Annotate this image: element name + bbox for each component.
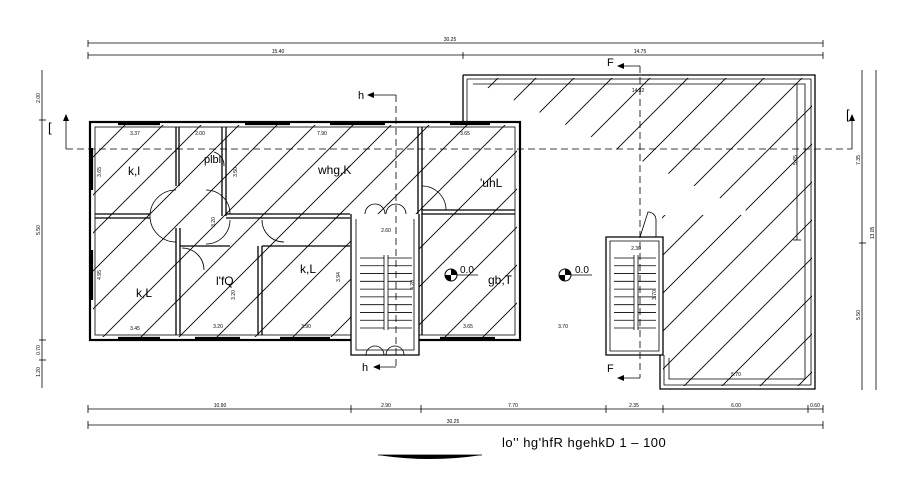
room-label-plbl: plbl — [204, 154, 221, 166]
hatch-line — [794, 78, 812, 386]
dim-right-c: 5.50 — [856, 310, 862, 320]
hatch-line — [93, 125, 205, 337]
room-label-k-l-top: k,l — [128, 164, 140, 178]
hatch-line — [441, 125, 517, 337]
dim-seg4: 2.35 — [629, 403, 639, 409]
section-lines — [63, 63, 855, 381]
level-value-1: 0.0 — [460, 265, 474, 276]
section-bracket-left: [ — [48, 120, 52, 135]
dim-seg5: 6.00 — [731, 403, 741, 409]
dim-interior-c: 4.95 — [97, 270, 103, 280]
dim-right-a: 7.35 — [856, 155, 862, 165]
section-markers: h h F F [ [ — [48, 57, 850, 375]
bottom-dimension-lines: 10.90 2.90 7.70 2.35 6.00 0.60 30.25 — [87, 403, 824, 429]
room-label-lfq: l'fQ — [216, 274, 234, 288]
drawing-title: lo'' hg'hfR hgehkD 1 – 100 — [378, 435, 666, 459]
dim-room-w2: 2.00 — [195, 131, 205, 137]
section-mark-h-top: h — [358, 90, 364, 102]
hatch-line — [718, 78, 812, 386]
hatch-line — [756, 78, 812, 386]
terrace-outline: 14.32 5.70 — [462, 74, 816, 390]
dim-seg1: 10.90 — [214, 403, 227, 409]
dim-bottom-w5: 3.70 — [558, 324, 568, 330]
dim-bottom-w2: 3.20 — [213, 324, 223, 330]
main-block-hatch — [0, 122, 517, 340]
dim-room-w3: 7.90 — [317, 131, 327, 137]
dim-interior-b: 3.50 — [233, 167, 239, 177]
dim-bottom-w3: 3.90 — [301, 324, 311, 330]
room-label-uhl: 'uhL — [480, 176, 503, 190]
dim-room-w1: 3.37 — [130, 131, 140, 137]
dim-right-b: 13.05 — [870, 227, 876, 240]
hatch-line — [93, 125, 243, 337]
room-labels: k,l plbl whg,K 'uhL k,L l'fQ k,L gb,T — [128, 154, 513, 300]
dim-left-a: 2.00 — [36, 93, 42, 103]
hatch-line — [0, 122, 90, 340]
dim-seg3: 7.70 — [508, 403, 518, 409]
right-stair: 2.30 — [605, 211, 664, 356]
dim-interior-h: 4.20 — [410, 280, 416, 290]
dim-terrace-bottom: 5.70 — [731, 372, 741, 378]
dim-seg2: 2.90 — [381, 403, 391, 409]
section-mark-f-top: F — [607, 57, 614, 69]
hatch-line — [213, 125, 433, 337]
dim-interior-a: 3.65 — [97, 167, 103, 177]
dim-left-c: 0.70 — [36, 345, 42, 355]
room-label-whgk: whg,K — [317, 163, 351, 177]
main-building-walls — [88, 120, 522, 342]
level-marker-1: 0.0 — [444, 265, 478, 282]
room-label-k-L-mid: k,L — [300, 262, 316, 276]
dim-interior-e: 3.20 — [231, 290, 237, 300]
dim-seg6: 0.60 — [810, 403, 820, 409]
dim-left-d: 1.20 — [36, 367, 42, 377]
top-dimension-lines: 30.25 15.40 14.75 — [87, 37, 824, 59]
hatch-line — [175, 125, 395, 337]
hatch-line — [93, 125, 281, 337]
level-marker-2: 0.0 — [558, 265, 592, 282]
section-bracket-right: [ — [846, 107, 850, 122]
left-dimension-lines: 2.00 5.50 0.70 1.20 — [36, 70, 46, 388]
hatch-line — [137, 125, 357, 337]
hatch-line — [93, 125, 129, 337]
dim-bottom-w1: 3.45 — [130, 326, 140, 332]
dim-bottom-total: 30.25 — [447, 419, 460, 425]
dim-top-total: 30.25 — [444, 37, 457, 43]
level-value-2: 0.0 — [575, 265, 589, 276]
door-swings — [149, 151, 447, 271]
dim-stair2: 2.30 — [631, 246, 641, 252]
drawing-title-text: lo'' hg'hfR hgehkD 1 – 100 — [502, 435, 666, 450]
dim-interior-f: 5.65 — [793, 155, 799, 165]
hatch-line — [680, 78, 812, 386]
interior-dimensions: 3.37 2.00 7.90 3.65 3.45 3.20 3.90 3.65 … — [97, 131, 799, 332]
title-underline — [378, 455, 482, 459]
dim-room-w4: 3.65 — [460, 131, 470, 137]
dim-interior-i: 3.70 — [652, 290, 658, 300]
hatch-line — [93, 125, 167, 337]
dim-interior-g: 3.20 — [211, 217, 217, 227]
dim-left-b: 5.50 — [36, 225, 42, 235]
section-mark-f-bottom: F — [607, 363, 614, 375]
room-label-k-L-left: k,L — [136, 286, 152, 300]
dim-terrace-top: 14.32 — [632, 88, 645, 94]
dim-top-right: 14.75 — [634, 49, 647, 55]
right-dimension-lines: 7.35 13.05 5.50 — [856, 70, 877, 390]
dim-stair1: 2.60 — [381, 228, 391, 234]
section-mark-h-bottom: h — [362, 362, 368, 374]
dim-interior-d: 3.94 — [336, 272, 342, 282]
central-stair: 2.60 — [350, 203, 420, 356]
hatch-line — [403, 125, 517, 337]
hatch-line — [528, 78, 812, 386]
room-label-gbt: gb,T — [488, 273, 513, 287]
hatch-line — [99, 125, 319, 337]
dim-bottom-w4: 3.65 — [463, 324, 473, 330]
hatch-line — [479, 125, 517, 337]
hatch-line — [642, 78, 812, 386]
dim-top-left: 15.40 — [272, 49, 285, 55]
